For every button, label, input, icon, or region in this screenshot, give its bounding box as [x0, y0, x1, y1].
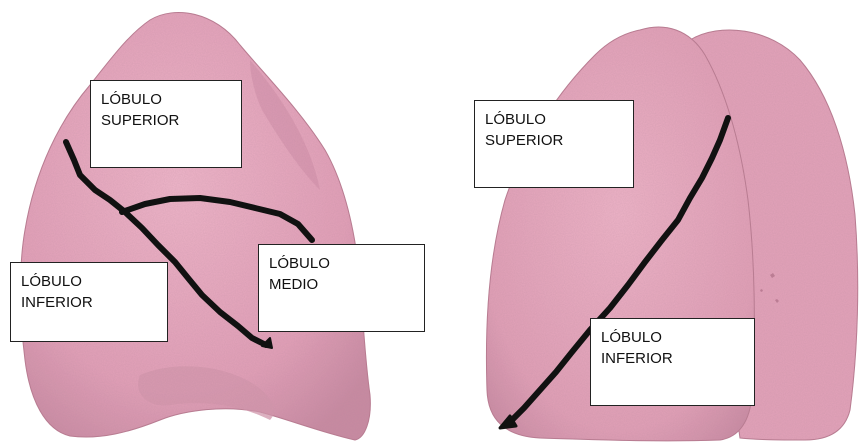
label-right-inferior-lobe: LÓBULO INFERIOR: [590, 318, 755, 406]
label-left-superior-line2: SUPERIOR: [101, 110, 231, 131]
label-right-superior-line1: LÓBULO: [485, 109, 623, 130]
label-left-inferior-lobe: LÓBULO INFERIOR: [10, 262, 168, 342]
left-lung: [20, 12, 370, 440]
label-left-medio-lobe: LÓBULO MEDIO: [258, 244, 425, 332]
label-left-medio-line2: MEDIO: [269, 274, 414, 295]
label-right-inferior-line2: INFERIOR: [601, 348, 744, 369]
label-left-superior-lobe: LÓBULO SUPERIOR: [90, 80, 242, 168]
label-left-inferior-line1: LÓBULO: [21, 271, 157, 292]
label-left-medio-line1: LÓBULO: [269, 253, 414, 274]
label-right-inferior-line1: LÓBULO: [601, 327, 744, 348]
label-left-inferior-line2: INFERIOR: [21, 292, 157, 313]
label-right-superior-line2: SUPERIOR: [485, 130, 623, 151]
label-left-superior-line1: LÓBULO: [101, 89, 231, 110]
label-right-superior-lobe: LÓBULO SUPERIOR: [474, 100, 634, 188]
